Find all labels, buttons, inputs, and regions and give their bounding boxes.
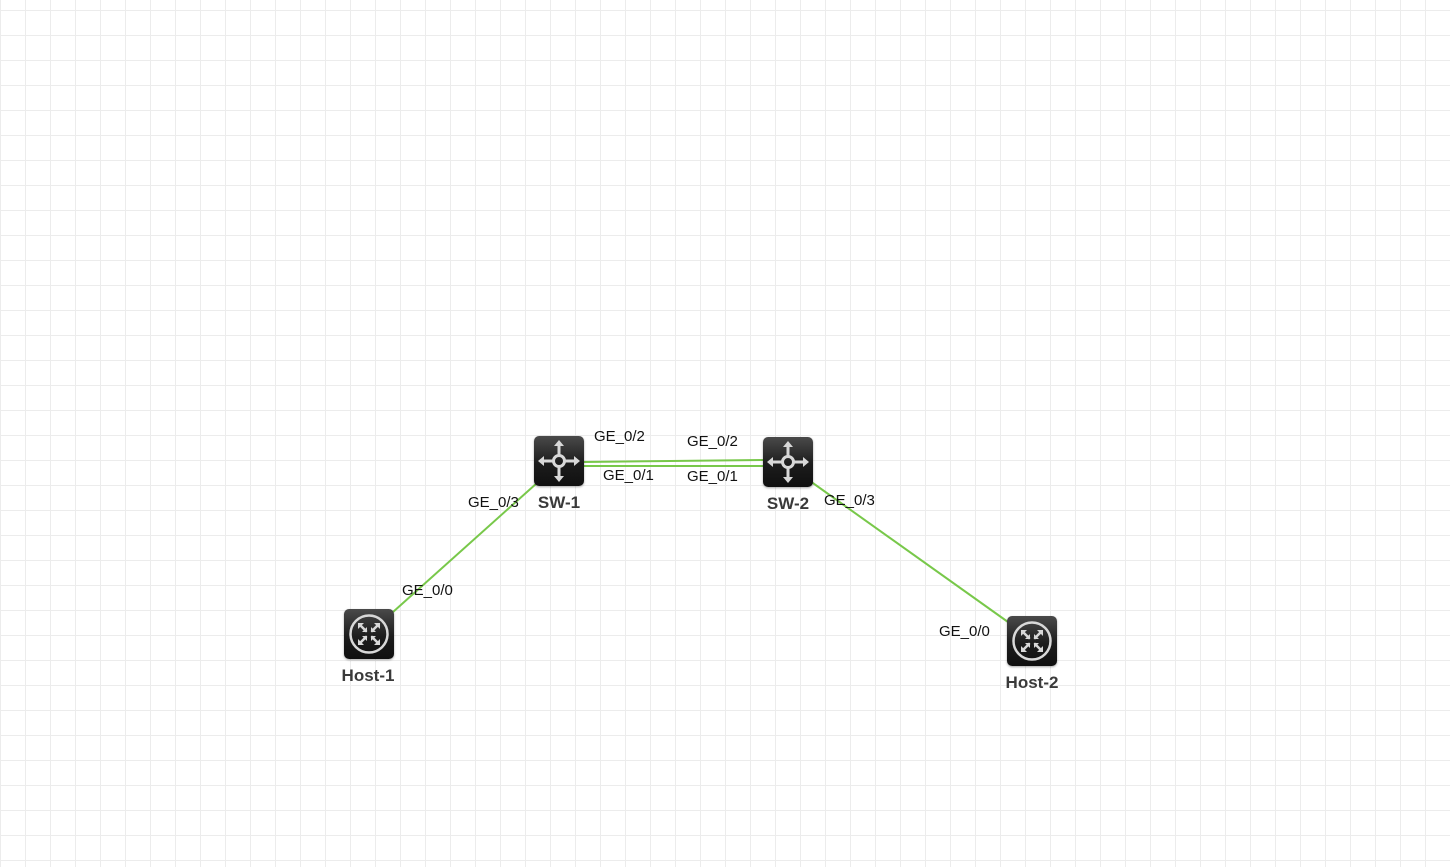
link-sw1-sw2-ge02[interactable] (582, 459, 764, 463)
port-label-sw2-ge01: GE_0/1 (687, 468, 738, 485)
port-label-sw2-ge03: GE_0/3 (824, 492, 875, 509)
node-label-host2: Host-2 (1005, 673, 1059, 692)
router-icon (349, 614, 389, 654)
node-label-host1: Host-1 (341, 666, 395, 685)
switch-icon (538, 440, 580, 482)
switch-icon (767, 441, 809, 483)
switch-node-sw1[interactable] (534, 436, 584, 486)
node-label-sw1: SW-1 (537, 493, 581, 512)
port-label-host1-ge00: GE_0/0 (402, 582, 453, 599)
port-label-sw2-ge02: GE_0/2 (687, 433, 738, 450)
node-label-sw2: SW-2 (766, 494, 810, 513)
link-sw1-host1[interactable] (392, 482, 538, 613)
router-icon (1012, 621, 1052, 661)
port-label-sw1-ge02: GE_0/2 (594, 428, 645, 445)
port-label-sw1-ge03: GE_0/3 (468, 494, 519, 511)
port-label-host2-ge00: GE_0/0 (939, 623, 990, 640)
port-label-sw1-ge01: GE_0/1 (603, 467, 654, 484)
switch-node-sw2[interactable] (763, 437, 813, 487)
host-node-host1[interactable] (344, 609, 394, 659)
host-node-host2[interactable] (1007, 616, 1057, 666)
link-sw2-host2[interactable] (809, 480, 1009, 623)
